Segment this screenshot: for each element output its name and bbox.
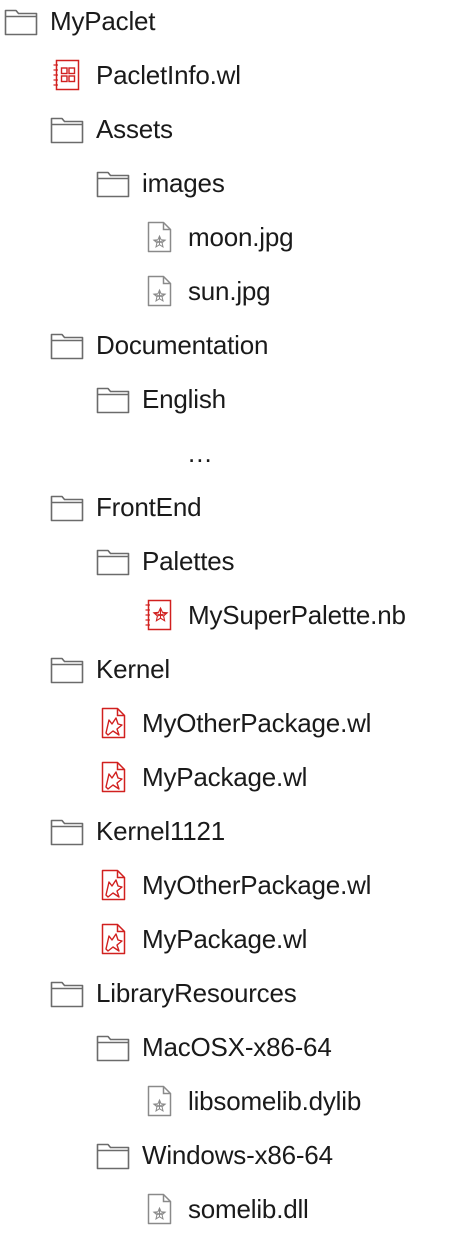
folder-icon — [96, 1138, 130, 1172]
folder-icon — [4, 4, 38, 38]
tree-item-label: LibraryResources — [96, 978, 297, 1008]
folder-icon — [50, 814, 84, 848]
tree-folder-row[interactable]: Assets — [50, 102, 173, 156]
tree-item-label: MySuperPalette.nb — [188, 600, 406, 630]
folder-icon — [50, 490, 84, 524]
indent-spacer — [142, 436, 176, 470]
tree-item-label: MyPackage.wl — [142, 762, 308, 792]
folder-icon — [50, 328, 84, 362]
tree-item-label: PacletInfo.wl — [96, 60, 241, 90]
tree-folder-row[interactable]: LibraryResources — [50, 966, 297, 1020]
paclet-info-icon — [50, 58, 84, 92]
tree-file-row[interactable]: somelib.dll — [142, 1182, 309, 1236]
tree-item-label: Windows-x86-64 — [142, 1140, 333, 1170]
tree-file-row[interactable]: libsomelib.dylib — [142, 1074, 361, 1128]
tree-file-row[interactable]: MyOtherPackage.wl — [96, 696, 371, 750]
tree-item-label: moon.jpg — [188, 222, 294, 252]
tree-folder-row[interactable]: Kernel1121 — [50, 804, 225, 858]
package-file-icon — [96, 868, 130, 902]
tree-folder-row[interactable]: Palettes — [96, 534, 235, 588]
image-file-icon — [142, 274, 176, 308]
package-file-icon — [96, 706, 130, 740]
tree-item-label: Assets — [96, 114, 173, 144]
tree-item-label: FrontEnd — [96, 492, 202, 522]
tree-file-row[interactable]: PacletInfo.wl — [50, 48, 241, 102]
folder-icon — [50, 976, 84, 1010]
tree-item-label: MacOSX-x86-64 — [142, 1032, 332, 1062]
folder-icon — [96, 166, 130, 200]
tree-ellipsis-row: ... — [142, 426, 213, 480]
tree-item-label: MyOtherPackage.wl — [142, 708, 372, 738]
folder-icon — [50, 112, 84, 146]
tree-folder-row[interactable]: English — [96, 372, 226, 426]
tree-item-label: somelib.dll — [188, 1194, 309, 1224]
tree-file-row[interactable]: moon.jpg — [142, 210, 294, 264]
tree-folder-row[interactable]: MyPaclet — [4, 0, 156, 48]
tree-file-row[interactable]: MyOtherPackage.wl — [96, 858, 371, 912]
tree-item-label: MyPackage.wl — [142, 924, 308, 954]
tree-item-label: Documentation — [96, 330, 269, 360]
folder-icon — [96, 1030, 130, 1064]
tree-folder-row[interactable]: Documentation — [50, 318, 268, 372]
tree-item-label: English — [142, 384, 226, 414]
tree-item-label: MyOtherPackage.wl — [142, 870, 372, 900]
tree-file-row[interactable]: MyPackage.wl — [96, 912, 307, 966]
tree-item-label: images — [142, 168, 225, 198]
tree-folder-row[interactable]: FrontEnd — [50, 480, 202, 534]
image-file-icon — [142, 1192, 176, 1226]
tree-item-label: Kernel1121 — [96, 816, 226, 846]
image-file-icon — [142, 1084, 176, 1118]
folder-icon — [50, 652, 84, 686]
folder-icon — [96, 382, 130, 416]
tree-folder-row[interactable]: Kernel — [50, 642, 170, 696]
tree-folder-row[interactable]: MacOSX-x86-64 — [96, 1020, 332, 1074]
tree-file-row[interactable]: sun.jpg — [142, 264, 271, 318]
image-file-icon — [142, 220, 176, 254]
tree-item-label: sun.jpg — [188, 276, 271, 306]
tree-item-label: Palettes — [142, 546, 235, 576]
tree-item-label: Kernel — [96, 654, 170, 684]
tree-file-row[interactable]: MySuperPalette.nb — [142, 588, 406, 642]
tree-item-label: MyPaclet — [50, 6, 156, 36]
tree-item-label: libsomelib.dylib — [188, 1086, 362, 1116]
folder-icon — [96, 544, 130, 578]
package-file-icon — [96, 922, 130, 956]
tree-file-row[interactable]: MyPackage.wl — [96, 750, 307, 804]
package-file-icon — [96, 760, 130, 794]
tree-folder-row[interactable]: images — [96, 156, 225, 210]
tree-folder-row[interactable]: Windows-x86-64 — [96, 1128, 333, 1182]
notebook-file-icon — [142, 598, 176, 632]
tree-item-label: ... — [188, 438, 213, 468]
